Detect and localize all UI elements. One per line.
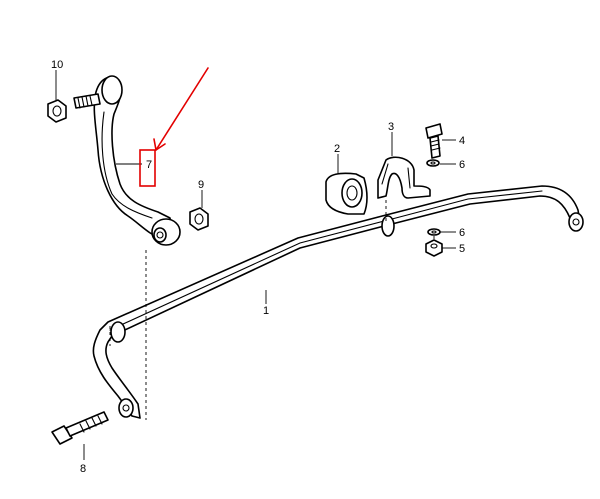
- highlight-arrowhead: [153, 138, 166, 151]
- callout-6-upper: 6: [459, 159, 465, 171]
- callout-6-lower: 6: [459, 227, 465, 239]
- highlight-arrow: [155, 67, 209, 151]
- highlight-box: [139, 149, 156, 187]
- bar-end-eye: [568, 212, 584, 232]
- rubber-bushing: [325, 172, 368, 215]
- bolt-4: [425, 123, 443, 159]
- callout-1: 1: [263, 305, 269, 317]
- bar-clamp: [377, 156, 431, 199]
- drop-link: [73, 75, 181, 246]
- bolt-8: [51, 411, 109, 445]
- callout-2: 2: [334, 143, 340, 155]
- callout-4: 4: [459, 135, 465, 147]
- callout-3: 3: [388, 121, 394, 133]
- nut-5: [425, 239, 443, 257]
- bar-collar-right: [381, 215, 395, 237]
- callout-8: 8: [80, 463, 86, 475]
- washer-6-lower: [427, 228, 441, 236]
- washer-6-upper: [426, 159, 440, 167]
- callout-7: 7: [146, 159, 152, 171]
- callout-9: 9: [198, 179, 204, 191]
- bar-end-eye-left: [118, 398, 134, 418]
- nut-10: [47, 99, 67, 123]
- callout-10: 10: [51, 59, 63, 71]
- bar-collar-left: [110, 321, 126, 343]
- link-upper-eye: [101, 75, 123, 105]
- stabilizer-bar: [92, 185, 584, 419]
- callout-5: 5: [459, 243, 465, 255]
- nut-9: [189, 207, 209, 231]
